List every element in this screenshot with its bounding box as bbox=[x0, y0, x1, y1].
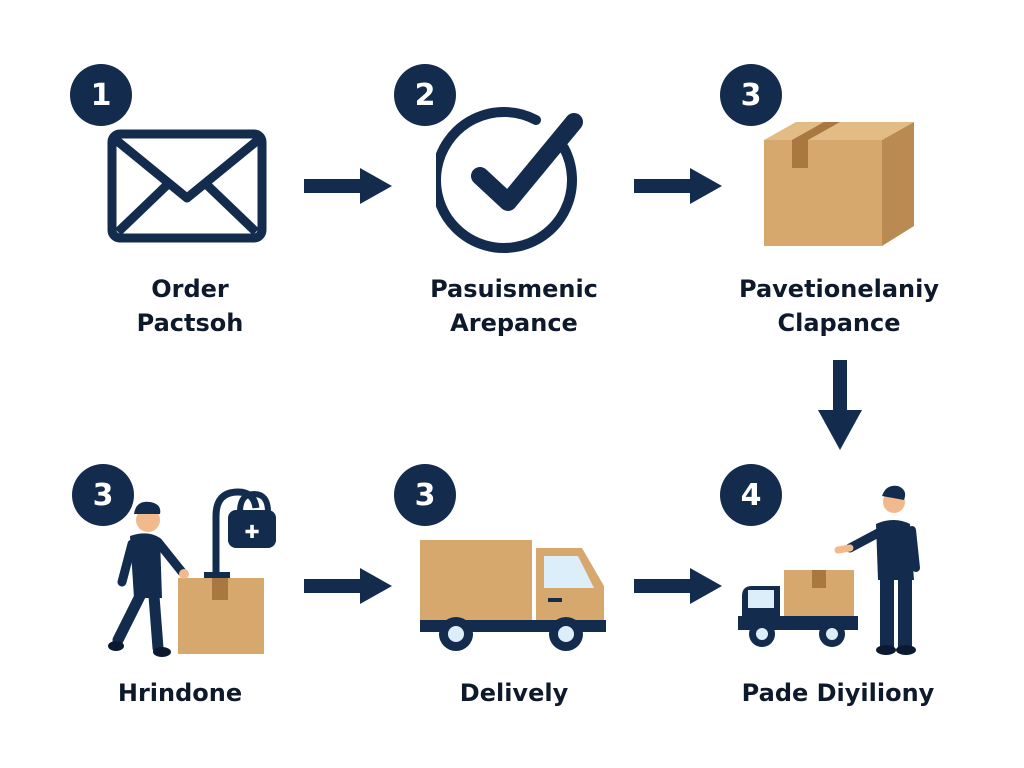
step-1-label: Order Pactsoh bbox=[100, 272, 280, 340]
step-5-label-line1: Delively bbox=[459, 679, 569, 707]
step-6-label-line1: Pade Diyiliony bbox=[741, 679, 935, 707]
worker-with-box-icon: ✚ bbox=[108, 488, 276, 657]
arrow-right-icon bbox=[304, 568, 392, 604]
step-6-label: Pade Diyiliony bbox=[728, 676, 948, 710]
step-6-badge: 4 bbox=[720, 464, 782, 526]
svg-text:✚: ✚ bbox=[244, 522, 259, 543]
delivery-truck-icon bbox=[420, 540, 606, 651]
step-2-label-line1: Pasuismenic bbox=[430, 275, 598, 303]
step-2-label: Pasuismenic Arepance bbox=[414, 272, 614, 340]
step-2-badge: 2 bbox=[394, 64, 456, 126]
arrow-down-icon bbox=[818, 360, 862, 450]
arrow-right-icon bbox=[634, 568, 722, 604]
box-icon bbox=[764, 122, 914, 246]
step-3-label-line2: Clapance bbox=[777, 309, 901, 337]
step-1-badge: 1 bbox=[70, 64, 132, 126]
step-1-label-line1: Order bbox=[151, 275, 229, 303]
step-4-label: Hrindone bbox=[90, 676, 270, 710]
step-3-label: Pavetionelaniy Clapance bbox=[724, 272, 954, 340]
step-5-label: Delively bbox=[424, 676, 604, 710]
step-2-label-line2: Arepance bbox=[450, 309, 578, 337]
handover-icon bbox=[738, 485, 920, 655]
step-3-label-line1: Pavetionelaniy bbox=[739, 275, 939, 303]
step-4-badge: 3 bbox=[72, 464, 134, 526]
envelope-icon bbox=[107, 129, 267, 243]
step-4-label-line1: Hrindone bbox=[117, 679, 243, 707]
step-3-badge: 3 bbox=[720, 64, 782, 126]
arrow-right-icon bbox=[634, 168, 722, 204]
check-circle-icon bbox=[436, 107, 583, 253]
arrow-right-icon bbox=[304, 168, 392, 204]
step-5-badge: 3 bbox=[394, 464, 456, 526]
step-1-label-line2: Pactsoh bbox=[136, 309, 244, 337]
